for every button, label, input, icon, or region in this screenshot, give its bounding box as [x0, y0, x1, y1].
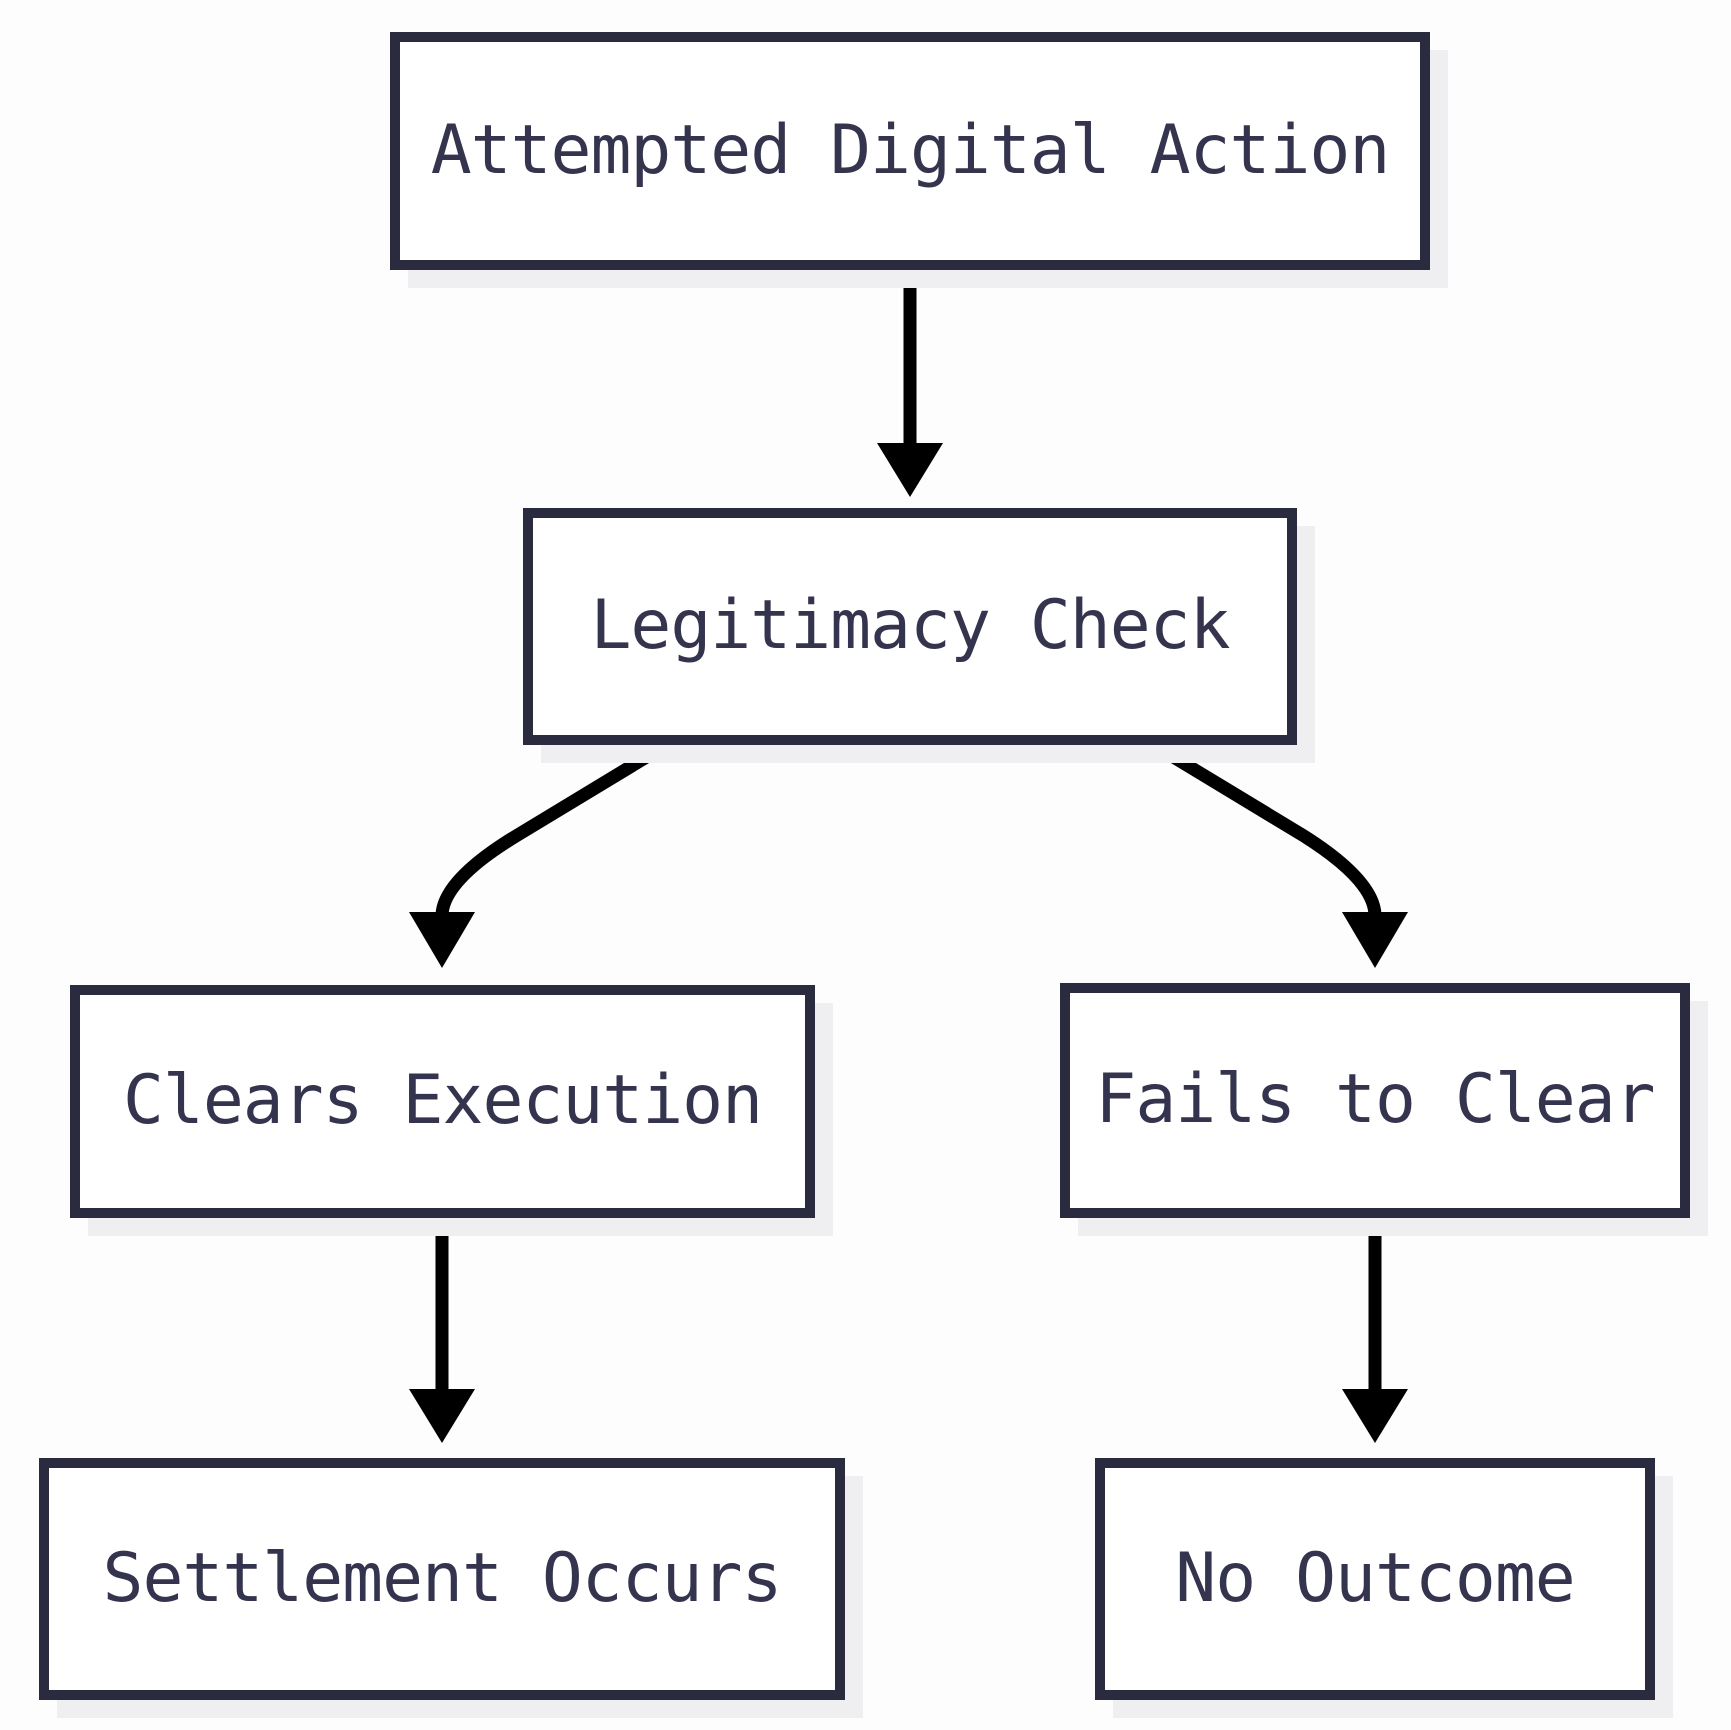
node-settlement-occurs-label: Settlement Occurs — [102, 1538, 783, 1618]
node-clears-execution-label: Clears Execution — [122, 1061, 763, 1141]
node-legitimacy-check: Legitimacy Check — [523, 508, 1297, 745]
node-attempted-digital-action-label: Attempted Digital Action — [430, 110, 1391, 190]
node-legitimacy-check-label: Legitimacy Check — [590, 586, 1230, 666]
node-clears-execution: Clears Execution — [70, 985, 815, 1218]
edge-legitimacy-to-fails — [1153, 741, 1408, 968]
node-settlement-occurs: Settlement Occurs — [39, 1458, 845, 1700]
node-attempted-digital-action: Attempted Digital Action — [390, 32, 1430, 270]
edge-attempted-to-legitimacy — [877, 268, 943, 497]
edge-legitimacy-to-clears — [409, 741, 667, 968]
node-fails-to-clear: Fails to Clear — [1060, 983, 1690, 1218]
edge-fails-to-nooutcome — [1342, 1218, 1408, 1443]
edge-clears-to-settlement — [409, 1218, 475, 1443]
node-fails-to-clear-label: Fails to Clear — [1095, 1060, 1655, 1140]
node-no-outcome-label: No Outcome — [1175, 1538, 1575, 1618]
node-no-outcome: No Outcome — [1095, 1458, 1655, 1700]
